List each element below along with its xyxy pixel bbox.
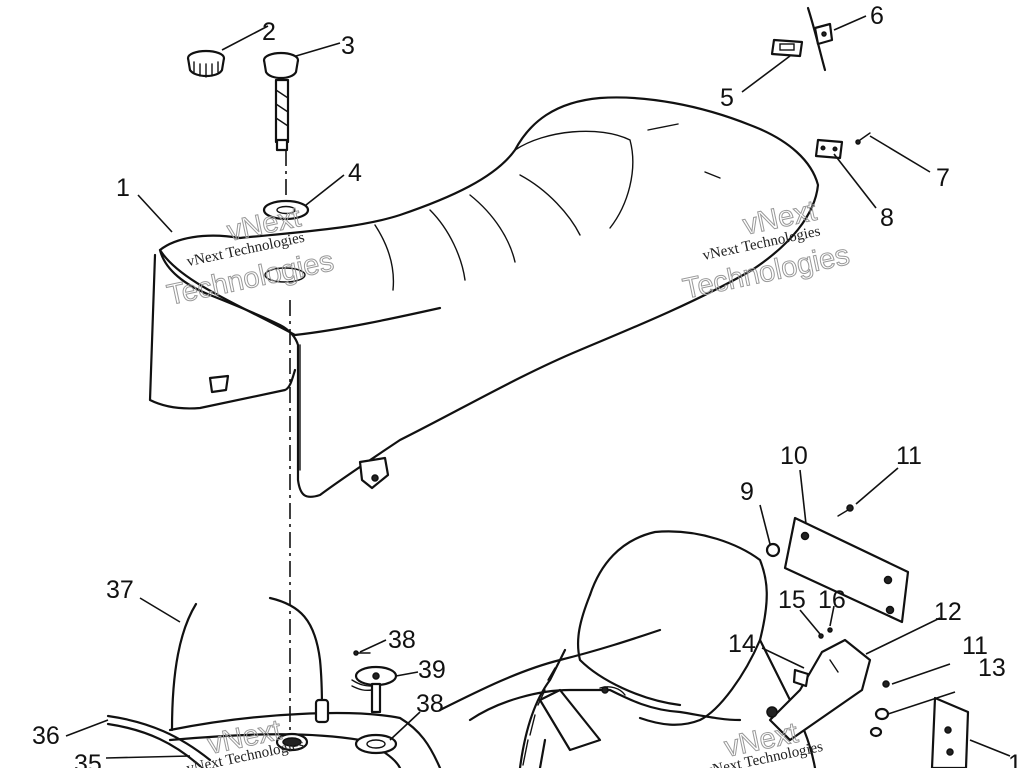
strap-36 xyxy=(106,714,212,768)
callout-5: 5 xyxy=(720,84,734,112)
filler-neck xyxy=(275,732,309,752)
gasket-4 xyxy=(262,199,310,221)
sender-39 xyxy=(351,665,398,714)
callout-4: 4 xyxy=(348,159,362,187)
screw-7 xyxy=(855,132,871,145)
watermark-bottom-right: vNext Technologies vNext xyxy=(704,717,825,768)
callout-6: 6 xyxy=(870,2,884,30)
vent-hose-37 xyxy=(170,596,330,732)
callout-12: 12 xyxy=(934,598,962,626)
bracket-12 xyxy=(766,638,872,742)
fuel-cap-2 xyxy=(186,49,226,78)
spacer-13 xyxy=(869,707,890,738)
callout-37: 37 xyxy=(106,576,134,604)
decal-5 xyxy=(770,38,804,58)
callout-8: 8 xyxy=(880,204,894,232)
plate-8 xyxy=(814,138,844,160)
callout-14: 14 xyxy=(728,630,756,658)
callout-16: 16 xyxy=(818,586,846,614)
callout-39: 39 xyxy=(418,656,446,684)
washers-15-16 xyxy=(818,627,833,639)
callout-2: 2 xyxy=(262,18,276,46)
seat-part xyxy=(148,96,820,498)
callout-38: 38 xyxy=(388,626,416,654)
screw-38 xyxy=(353,650,371,656)
watermark-right: vNext Technologies Technologies vNext xyxy=(680,195,853,307)
callout-13: 13 xyxy=(978,654,1006,682)
bolt-11b xyxy=(882,680,890,688)
part-14 xyxy=(792,668,810,688)
callout-numbers: 1 2 3 4 5 6 7 8 9 10 11 11 12 13 14 15 1… xyxy=(32,2,1022,768)
callout-15: 15 xyxy=(778,586,806,614)
callout-38b: 38 xyxy=(416,690,444,718)
callout-1: 1 xyxy=(116,174,130,202)
bolt-11 xyxy=(837,504,854,517)
watermark-left: vNext Technologies Technologies vNext xyxy=(164,201,337,313)
callout-35: 35 xyxy=(74,750,102,768)
plate-10 xyxy=(783,516,910,624)
callout-11b: 11 xyxy=(962,632,988,660)
bracket-6 xyxy=(806,6,834,72)
callout-11: 11 xyxy=(896,442,922,470)
callout-1b: 1 xyxy=(1008,750,1022,768)
fuel-cap-gauge-3 xyxy=(262,51,300,152)
tail-housing xyxy=(930,696,970,768)
callout-36: 36 xyxy=(32,722,60,750)
callout-3: 3 xyxy=(341,32,355,60)
leader-lines xyxy=(65,15,1011,759)
nut-9 xyxy=(765,542,781,558)
callout-7: 7 xyxy=(936,164,950,192)
callout-9: 9 xyxy=(740,478,754,506)
gasket-38 xyxy=(354,733,398,755)
callout-10: 10 xyxy=(780,442,808,470)
